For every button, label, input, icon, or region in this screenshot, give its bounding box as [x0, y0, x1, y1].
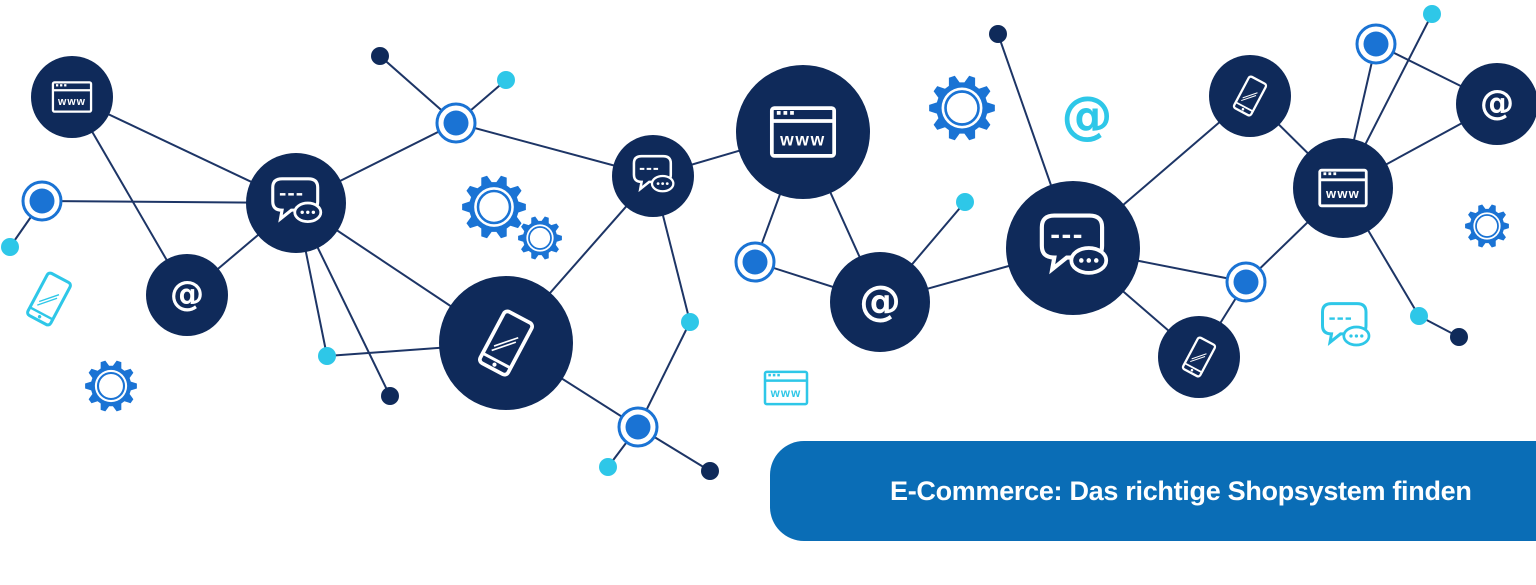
www-browser-icon: www: [763, 370, 809, 406]
banner-title: E-Commerce: Das richtige Shopsystem find…: [890, 475, 1472, 506]
at-sign-node-icon: @: [830, 252, 930, 352]
floating-icons: www @: [26, 75, 1509, 412]
at-sign-label: @: [1061, 86, 1112, 146]
cyan-dot: [1410, 307, 1428, 325]
smartphone-node-icon: [1158, 316, 1240, 398]
title-banner: E-Commerce: Das richtige Shopsystem find…: [770, 441, 1536, 541]
hub-node: [1355, 23, 1397, 65]
at-sign-label: @: [1480, 84, 1514, 124]
hub-node: [1225, 261, 1267, 303]
gear-icon: [929, 75, 995, 141]
at-sign-node-icon: @: [1456, 63, 1536, 145]
gear-icon: [1465, 204, 1509, 248]
chat-bubbles-node-icon: [612, 135, 694, 217]
cyan-dot: [1, 238, 19, 256]
hub-node: [435, 102, 477, 144]
chat-bubbles-icon: [1321, 302, 1371, 347]
smartphone-icon: [26, 271, 72, 327]
cyan-dot: [497, 71, 515, 89]
hub-node: [21, 180, 63, 222]
cyan-dot: [318, 347, 336, 365]
gear-icon: [462, 175, 526, 239]
hub-node: [734, 241, 776, 283]
cyan-dot: [681, 313, 699, 331]
smartphone-node-icon: [439, 276, 573, 410]
network-dots: [1, 5, 1468, 480]
hub-node: [617, 406, 659, 448]
gear-icon: [85, 360, 137, 412]
www-label: www: [770, 387, 802, 400]
at-sign-label: @: [859, 276, 901, 325]
navy-dot: [381, 387, 399, 405]
navy-dot: [701, 462, 719, 480]
chat-bubbles-node-icon: [1006, 181, 1140, 315]
cyan-dot: [1423, 5, 1441, 23]
gear-icon: [518, 216, 562, 260]
www-browser-node-icon: www: [1293, 138, 1393, 238]
cyan-dot: [956, 193, 974, 211]
at-sign-node-icon: @: [146, 254, 228, 336]
www-label: www: [779, 129, 826, 149]
www-label: www: [57, 96, 86, 108]
network-nodes: www @ www @ www @: [31, 55, 1536, 410]
at-sign-label: @: [170, 275, 204, 315]
www-label: www: [1325, 186, 1360, 201]
chat-bubbles-node-icon: [246, 153, 346, 253]
navy-dot: [1450, 328, 1468, 346]
cyan-dot: [599, 458, 617, 476]
smartphone-node-icon: [1209, 55, 1291, 137]
www-browser-node-icon: www: [736, 65, 870, 199]
at-sign-icon: @: [1061, 86, 1112, 146]
navy-dot: [989, 25, 1007, 43]
www-browser-node-icon: www: [31, 56, 113, 138]
navy-dot: [371, 47, 389, 65]
